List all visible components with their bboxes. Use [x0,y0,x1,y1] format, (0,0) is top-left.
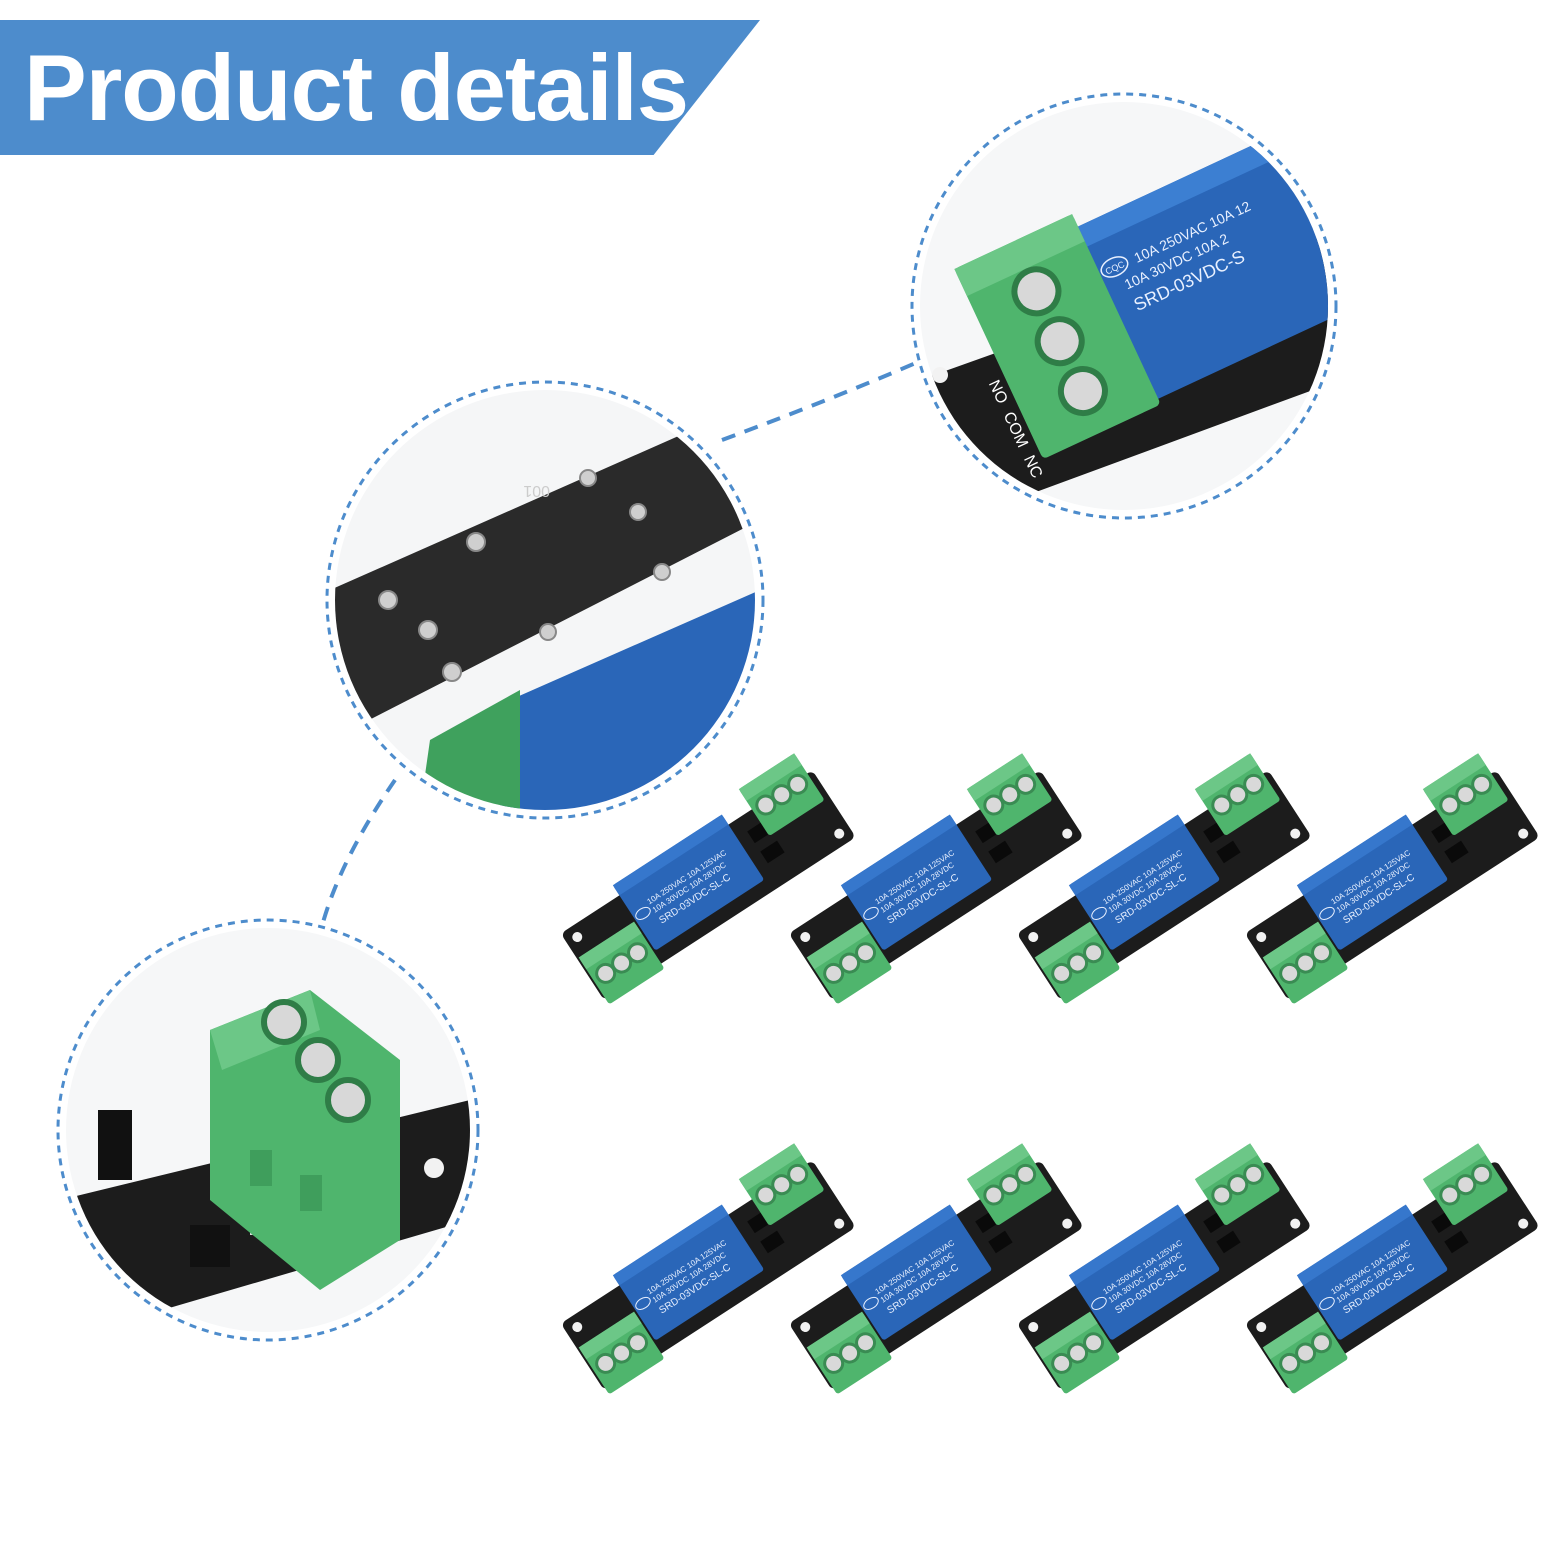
board-marking: 001 [523,482,550,499]
relay-module-grid [544,748,1553,1411]
screw-terminal [954,214,1160,458]
jumper-cap [190,1225,230,1267]
page-title: Product details [24,35,689,140]
zoom-circle-board-back: 001 [325,380,765,820]
screw-terminal [210,990,400,1290]
connector-line [721,360,919,442]
zoom-circle-terminal [56,918,480,1342]
connector-line [320,778,397,927]
zoom-circle-relay: CQC 10A 250VAC 10A 12 10A 30VDC 10A 2 SR… [910,92,1338,520]
title-banner [0,20,760,155]
jumper-cap [98,1110,132,1180]
